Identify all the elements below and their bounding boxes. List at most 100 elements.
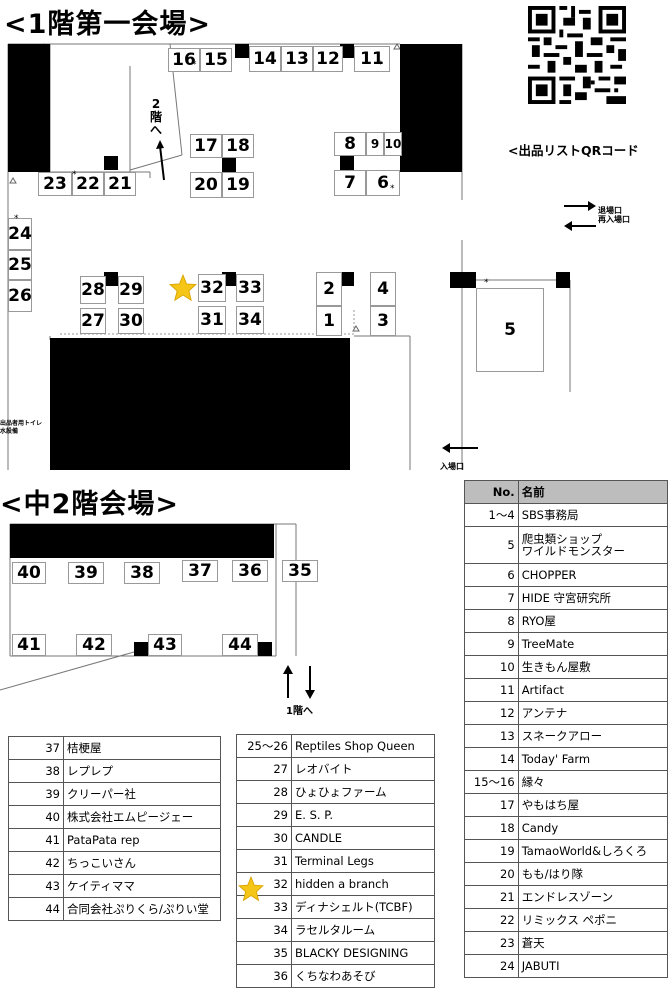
row-number: 15〜16 [464,770,519,794]
row-number: 36 [236,964,292,988]
booth-44[interactable]: 44 [222,634,258,656]
row-name: 合同会社ぷりくら/ぷりい堂 [63,897,221,921]
booth-17[interactable]: 17 [190,134,222,158]
booth-3[interactable]: 3 [370,306,396,336]
booth-11[interactable]: 11 [354,46,390,72]
booth-30[interactable]: 30 [118,308,144,334]
booth-42[interactable]: 42 [76,634,112,656]
row-name: リミックス ペポニ [517,908,668,932]
booth-18[interactable]: 18 [222,134,254,158]
booth-7[interactable]: 7 [334,170,366,196]
booth-22[interactable]: 22 [72,172,104,196]
row-name: やもはち屋 [517,793,668,817]
booth-9[interactable]: 9 [366,132,384,156]
row-name: CANDLE [291,826,435,850]
booth-40[interactable]: 40 [12,562,46,584]
row-number: 27 [236,757,292,781]
row-name: BLACKY DESIGNING [291,941,435,965]
qr-code-icon[interactable] [528,6,626,104]
booth-15[interactable]: 15 [200,48,232,72]
row-number: 8 [464,609,519,633]
booth-19[interactable]: 19 [222,172,254,198]
booth-39[interactable]: 39 [68,562,104,584]
floor2-title: <中2階会場> [0,489,180,520]
booth-31[interactable]: 31 [198,306,226,334]
row-number: 24 [464,954,519,978]
booth-38[interactable]: 38 [124,562,160,584]
table-marker [556,272,570,288]
booth-14[interactable]: 14 [249,46,281,72]
booth-8[interactable]: 8 [334,132,366,156]
booth-12[interactable]: 12 [313,46,343,72]
row-number: 13 [464,724,519,748]
booth-29[interactable]: 29 [118,276,144,304]
row-name: ディナシェルト(TCBF) [291,895,435,919]
booth-16[interactable]: 16 [168,48,200,72]
booth-13[interactable]: 13 [281,46,313,72]
booth-5[interactable]: 5 [476,288,544,372]
booth-10[interactable]: 10 [384,132,402,156]
booth-28[interactable]: 28 [80,276,106,304]
row-name: TreeMate [517,632,668,656]
highlight-star-icon [238,876,264,902]
booth-25[interactable]: 25 [8,250,32,280]
row-number: 40 [8,805,64,829]
booth-20[interactable]: 20 [190,172,222,198]
booth-24[interactable]: 24 [8,218,32,250]
row-number: 1〜4 [464,503,519,527]
row-number: 22 [464,908,519,932]
booth-4[interactable]: 4 [370,272,396,306]
booth-2[interactable]: 2 [316,272,342,306]
row-number: 41 [8,828,64,852]
booth-36[interactable]: 36 [232,560,268,582]
row-name: CHOPPER [517,563,668,587]
booth-6[interactable]: 6 [366,170,400,196]
booth-43[interactable]: 43 [148,634,182,656]
booth-26[interactable]: 26 [8,280,32,312]
table-marker [134,642,148,656]
booth-23[interactable]: 23 [38,172,72,196]
marker-asterisk: * [378,60,383,70]
marker-asterisk: * [14,214,19,224]
booth-33[interactable]: 33 [236,274,264,302]
marker-asterisk: * [72,170,77,180]
booth-21[interactable]: 21 [104,172,136,196]
row-number: 42 [8,851,64,875]
row-number: 35 [236,941,292,965]
row-number: 18 [464,816,519,840]
stairs-down-label: 1階へ [286,706,313,717]
table-marker [340,44,354,58]
row-name: Reptiles Shop Queen [291,734,435,758]
booth-27[interactable]: 27 [80,308,106,334]
booth-32[interactable]: 32 [198,274,226,302]
booth-35[interactable]: 35 [282,560,318,582]
row-name: ひょひょファーム [291,780,435,804]
booth-1[interactable]: 1 [316,306,342,336]
row-name: hidden a branch [291,872,435,896]
booth-37[interactable]: 37 [182,560,218,582]
table-marker [104,156,118,170]
row-name: 蒼天 [517,931,668,955]
booth-41[interactable]: 41 [12,634,46,656]
booth-34[interactable]: 34 [236,306,264,334]
